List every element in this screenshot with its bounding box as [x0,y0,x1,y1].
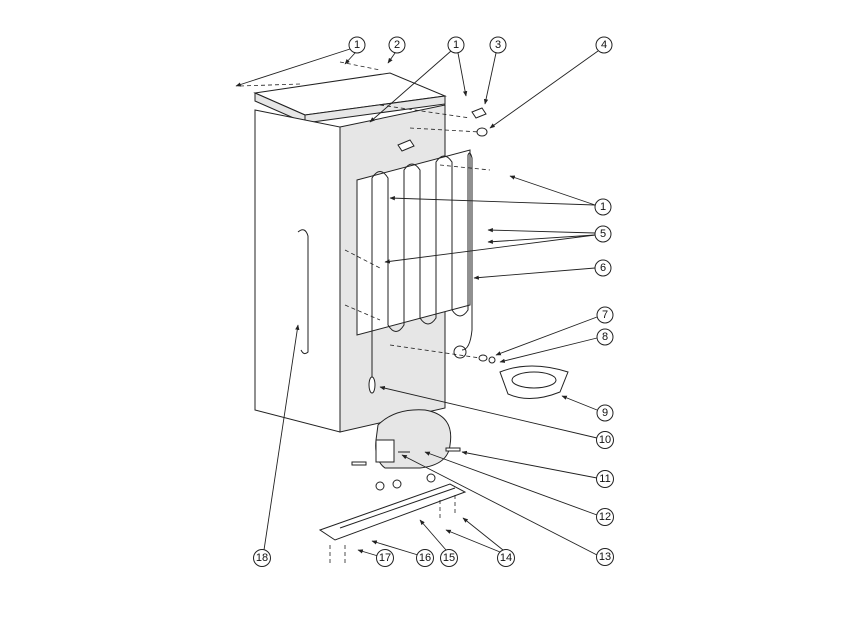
callout-6: 6 [594,259,612,277]
callout-10: 10 [596,431,614,449]
callouts: 1 2 1 3 4 1 5 6 7 8 9 10 11 12 13 14 15 … [253,36,614,567]
condenser-frame [356,149,471,336]
leader-lines [235,48,599,557]
callout-label: 13 [599,551,611,563]
callout-label: 18 [256,552,268,564]
callout-17: 17 [376,549,394,567]
callout-label: 10 [599,434,611,446]
callout-label: 8 [602,331,608,343]
callout-label: 3 [495,39,501,51]
screws-and-dashes [239,61,491,565]
callout-label: 1 [600,201,606,213]
condenser-coil [368,152,473,394]
callout-2: 2 [388,36,406,54]
callout-14: 14 [497,549,515,567]
callout-18: 18 [253,549,271,567]
callout-4: 4 [595,36,613,54]
callout-15: 15 [440,549,458,567]
callout-1-right: 1 [594,198,612,216]
drip-tray [499,365,569,399]
callout-7: 7 [596,306,614,324]
callout-label: 14 [500,552,512,564]
top-panel [253,72,447,124]
callout-label: 1 [453,39,459,51]
callout-label: 6 [600,262,606,274]
door-handle [297,229,309,355]
callout-13: 13 [596,548,614,566]
brackets [397,107,496,364]
callout-1-top-left: 1 [348,36,366,54]
callout-12: 12 [596,508,614,526]
callout-label: 12 [599,511,611,523]
callout-11: 11 [596,470,614,488]
callout-label: 2 [394,39,400,51]
callout-label: 4 [601,39,607,51]
callout-label: 1 [354,39,360,51]
callout-label: 5 [600,228,606,240]
callout-9: 9 [596,404,614,422]
callout-8: 8 [596,328,614,346]
callout-label: 7 [602,309,608,321]
compressor [375,409,452,469]
callout-16: 16 [416,549,434,567]
callout-1-top-mid: 1 [447,36,465,54]
callout-label: 9 [602,407,608,419]
callout-3: 3 [489,36,507,54]
callout-label: 16 [419,552,431,564]
mounting-plate [318,447,467,541]
callout-5: 5 [594,225,612,243]
callout-label: 15 [443,552,455,564]
callout-label: 11 [599,473,610,485]
callout-label: 17 [379,552,391,564]
